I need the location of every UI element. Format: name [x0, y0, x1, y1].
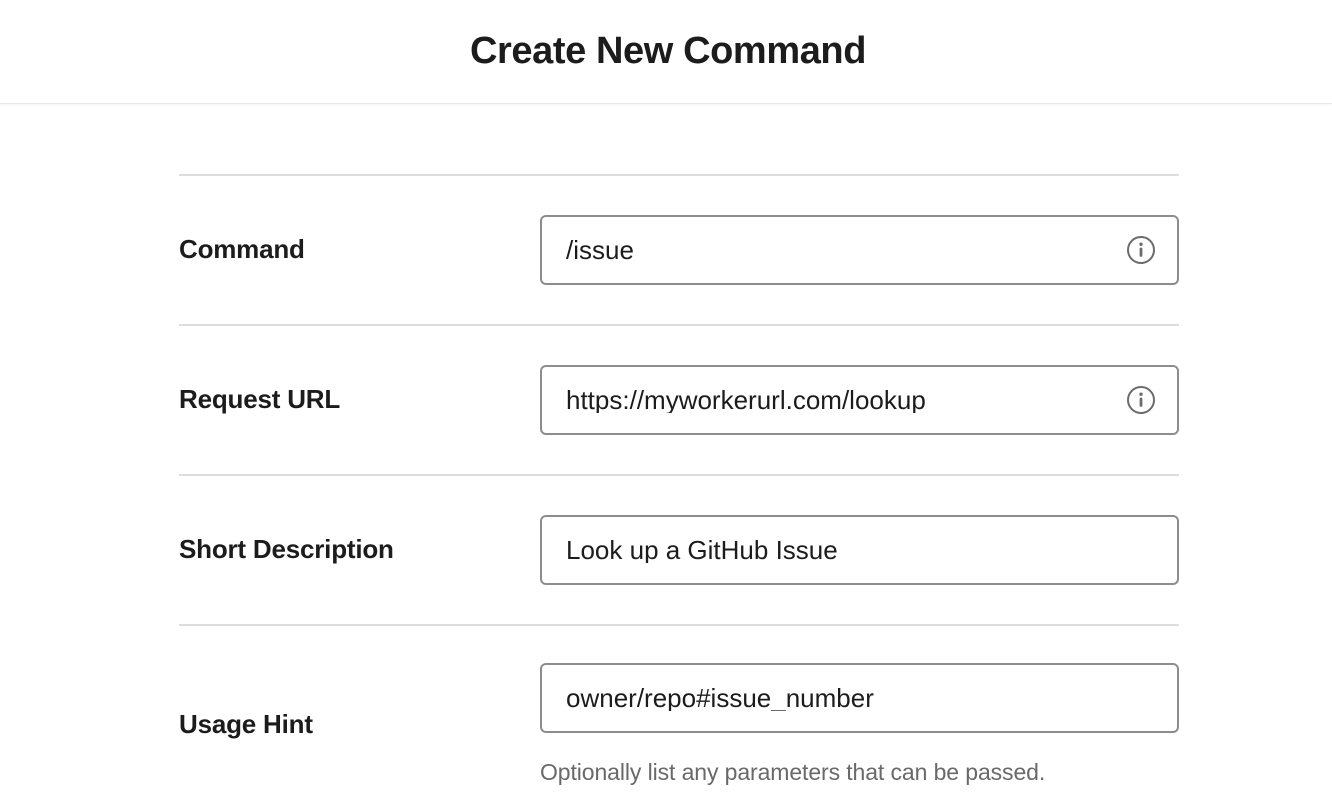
- field-label-request-url: Request URL: [179, 384, 341, 415]
- page-title: Create New Command: [469, 30, 867, 72]
- command-input-value: /issue: [566, 237, 634, 263]
- usage-hint-helper-text: Optionally list any parameters that can …: [540, 759, 1046, 785]
- field-control-command: /issue: [540, 215, 1179, 285]
- short-description-input-value: Look up a GitHub Issue: [566, 537, 838, 563]
- form-row-short-description: Short Description Look up a GitHub Issue: [179, 476, 1179, 624]
- page-header: Create New Command: [0, 0, 1332, 104]
- field-control-usage-hint: owner/repo#issue_number Optionally list …: [540, 663, 1179, 787]
- form-row-command: Command /issue: [179, 176, 1179, 324]
- row-divider: [179, 174, 1179, 176]
- row-divider: [179, 324, 1179, 326]
- info-circle-icon[interactable]: [1126, 385, 1156, 415]
- row-divider: [179, 474, 1179, 476]
- form-inner: Command /issue Request URL: [179, 174, 1179, 787]
- field-control-short-description: Look up a GitHub Issue: [540, 515, 1179, 585]
- form-row-usage-hint: Usage Hint owner/repo#issue_number Optio…: [179, 626, 1179, 787]
- field-label-command: Command: [179, 234, 305, 265]
- request-url-input-value: https://myworkerurl.com/lookup: [566, 387, 926, 413]
- command-input[interactable]: /issue: [540, 215, 1179, 285]
- field-label-short-description: Short Description: [179, 534, 394, 565]
- usage-hint-input-value: owner/repo#issue_number: [566, 685, 874, 711]
- field-control-request-url: https://myworkerurl.com/lookup: [540, 365, 1179, 435]
- row-divider: [179, 624, 1179, 626]
- short-description-input[interactable]: Look up a GitHub Issue: [540, 515, 1179, 585]
- command-form: Command /issue Request URL: [0, 104, 1332, 787]
- form-row-request-url: Request URL https://myworkerurl.com/look…: [179, 326, 1179, 474]
- info-circle-icon[interactable]: [1126, 235, 1156, 265]
- request-url-input[interactable]: https://myworkerurl.com/lookup: [540, 365, 1179, 435]
- usage-hint-input[interactable]: owner/repo#issue_number: [540, 663, 1179, 733]
- field-label-usage-hint: Usage Hint: [179, 709, 313, 740]
